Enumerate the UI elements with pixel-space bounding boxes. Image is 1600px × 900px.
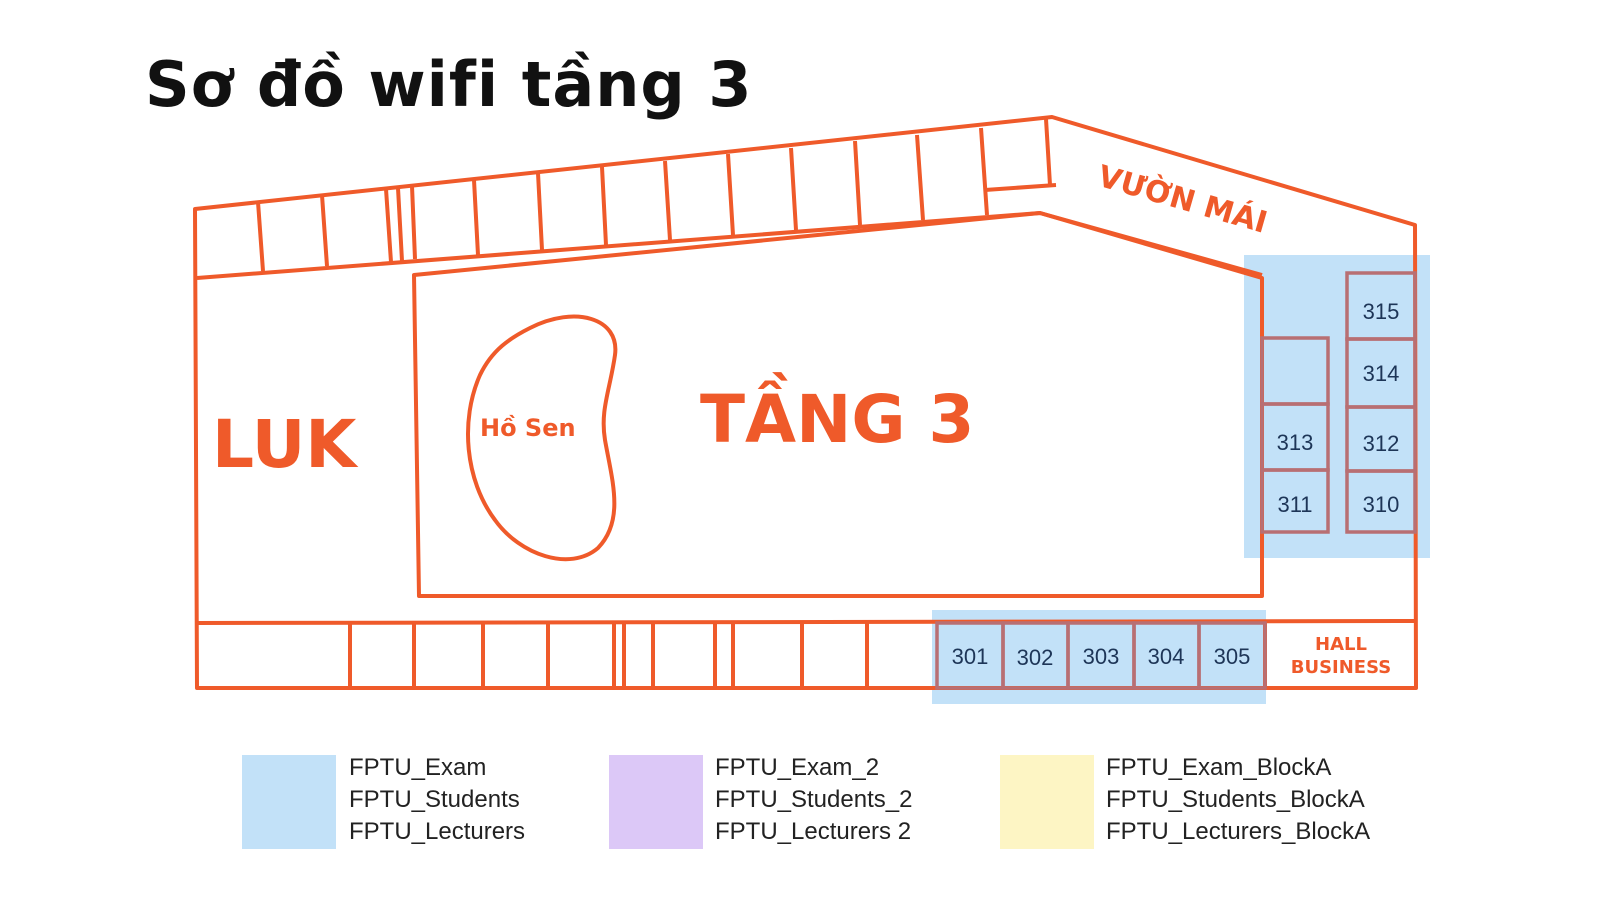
vuon-mai-label: VƯỜN MÁI [1094,157,1272,241]
room-label-303: 303 [1083,644,1120,669]
room-label-305: 305 [1214,644,1251,669]
legend-swatch-purple [609,755,703,849]
room-label-302: 302 [1017,645,1054,670]
lotus-pond-shape [466,314,618,562]
business-label: BUSINESS [1291,657,1391,678]
room-label-301: 301 [952,644,989,669]
legend-swatch-blue [242,755,336,849]
south-room-dividers [348,621,1267,688]
legend-line: FPTU_Students_2 [715,786,913,813]
room-310 [1345,469,1417,534]
hall-label: HALL [1315,634,1367,655]
legend-text-yellow: FPTU_Exam_BlockA FPTU_Students_BlockA FP… [1106,752,1370,848]
legend-swatch-yellow [1000,755,1094,849]
room-label-313: 313 [1277,430,1314,455]
legend-line: FPTU_Exam [349,754,487,781]
legend-text-purple: FPTU_Exam_2 FPTU_Students_2 FPTU_Lecture… [715,752,912,848]
legend-line: FPTU_Lecturers 2 [715,818,912,845]
legend-line: FPTU_Students [349,786,520,813]
legend-line: FPTU_Exam_2 [715,754,880,781]
legend-line: FPTU_Lecturers_BlockA [1106,818,1371,845]
legend-line: FPTU_Students_BlockA [1106,786,1365,813]
room-311 [1260,468,1330,534]
floor-label: TẦNG 3 [700,372,974,458]
room-label-304: 304 [1148,644,1185,669]
legend-line: FPTU_Exam_BlockA [1106,754,1332,781]
room-label-314: 314 [1363,361,1400,386]
room-305 [1197,621,1267,690]
room-label-310: 310 [1363,492,1400,517]
legend-text-blue: FPTU_Exam FPTU_Students FPTU_Lecturers [349,752,525,848]
legend-line: FPTU_Lecturers [349,818,526,845]
north-end-wall [984,183,1057,192]
north-room-dividers [256,118,1052,272]
room-label-311: 311 [1277,492,1312,517]
room-label-312: 312 [1363,431,1400,456]
page-title: Sơ đồ wifi tầng 3 [145,48,753,121]
luk-label: LUK [212,406,359,483]
room-label-315: 315 [1363,299,1400,324]
ho-sen-label: Hồ Sen [480,414,576,442]
